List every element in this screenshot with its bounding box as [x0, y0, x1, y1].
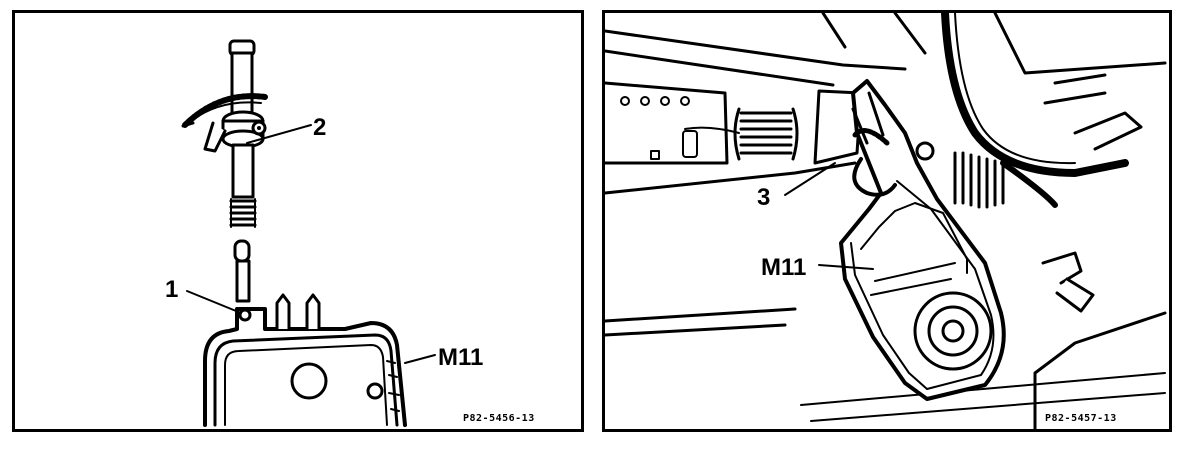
- callout-m11: M11: [438, 344, 483, 371]
- air-hose-left: [684, 107, 799, 161]
- gear-segment: [181, 93, 268, 128]
- coupling-pin: [233, 239, 251, 303]
- connector-plug: [1041, 251, 1095, 313]
- leader-line-3: [784, 162, 836, 196]
- vehicle-structure: [605, 13, 1167, 429]
- mounting-bracket: [813, 89, 863, 165]
- figure-id-right: P82-5457-13: [1045, 413, 1117, 424]
- callout-2: 2: [313, 114, 326, 141]
- lower-shaft-spring: [229, 143, 257, 228]
- left-illustration-panel: 2 1 M11 P82-5456-13: [12, 10, 584, 432]
- callout-m11: M11: [761, 254, 806, 281]
- leader-line-m11: [404, 354, 436, 364]
- figure-id-left: P82-5456-13: [463, 413, 535, 424]
- right-illustration-panel: 3 M11 P82-5457-13: [602, 10, 1172, 432]
- callout-1: 1: [165, 276, 178, 303]
- motor-m11-installed: [839, 79, 1006, 401]
- leader-line-m11: [818, 264, 874, 270]
- leader-line-1: [186, 290, 242, 314]
- right-illustration: 3 M11 P82-5457-13: [605, 13, 1167, 429]
- air-hose-right: [953, 151, 1058, 209]
- callout-3: 3: [757, 184, 770, 211]
- left-illustration: 2 1 M11 P82-5456-13: [165, 39, 535, 427]
- leader-line-2: [246, 124, 312, 144]
- shaft-collar-lever: [203, 110, 267, 153]
- motor-housing-m11: [203, 293, 407, 427]
